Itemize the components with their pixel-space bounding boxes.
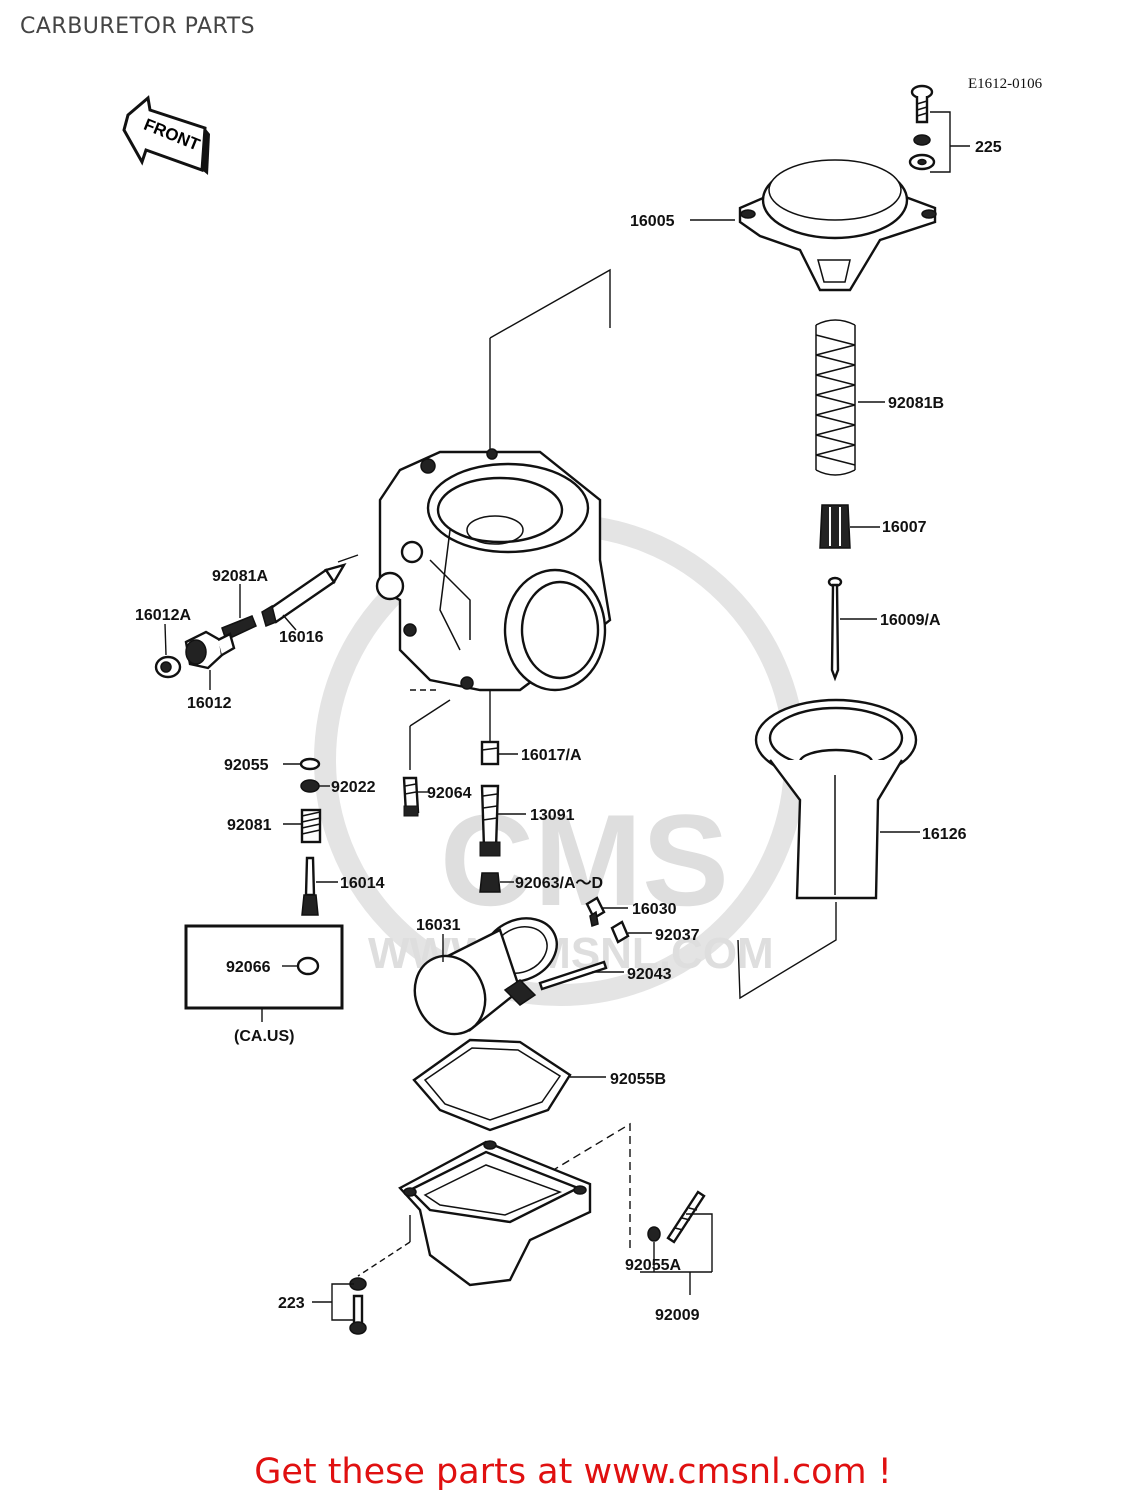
promo-link[interactable]: Get these parts at www.cmsnl.com ! bbox=[254, 1452, 892, 1492]
label-16126: 16126 bbox=[922, 826, 967, 843]
drain-screw-92009-icon bbox=[666, 1190, 706, 1244]
cap-16012A-icon bbox=[154, 655, 182, 679]
cap-16005-icon bbox=[738, 159, 937, 292]
label-92064: 92064 bbox=[427, 785, 472, 802]
starter-plunger-16016-icon bbox=[261, 563, 347, 628]
diagram-code: E1612-0106 bbox=[968, 76, 1043, 92]
label-92055: 92055 bbox=[224, 757, 269, 774]
label-92081A: 92081A bbox=[212, 568, 268, 585]
gasket-92055B-icon bbox=[412, 1038, 572, 1132]
needle-holder-16007-icon bbox=[819, 504, 851, 549]
label-16007: 16007 bbox=[882, 519, 927, 536]
float-valve-16030-icon bbox=[585, 896, 606, 927]
spring-92081B-icon bbox=[815, 319, 856, 476]
o-ring-92055A-icon bbox=[647, 1226, 661, 1242]
label-92055B: 92055B bbox=[610, 1071, 666, 1088]
screw-223-icon bbox=[349, 1277, 367, 1335]
label-92066: 92066 bbox=[226, 959, 271, 976]
label-ca-us: (CA.US) bbox=[234, 1028, 294, 1045]
ca-us-box bbox=[184, 924, 344, 1022]
label-223: 223 bbox=[278, 1295, 305, 1312]
label-13091: 13091 bbox=[530, 807, 575, 824]
main-jet-92063-icon bbox=[479, 872, 501, 893]
washer-92022-icon bbox=[300, 779, 320, 793]
label-92055A: 92055A bbox=[625, 1257, 681, 1274]
float-bowl-icon bbox=[398, 1140, 592, 1287]
label-92081B: 92081B bbox=[888, 395, 944, 412]
float-16031-icon bbox=[413, 917, 558, 1036]
label-16017A: 16017/A bbox=[521, 747, 582, 764]
page-title: CARBURETOR PARTS bbox=[20, 14, 256, 39]
label-16030: 16030 bbox=[632, 901, 677, 918]
spring-92081-icon bbox=[300, 808, 322, 844]
label-16009A: 16009/A bbox=[880, 612, 941, 629]
label-92081: 92081 bbox=[227, 817, 272, 834]
label-92043: 92043 bbox=[627, 966, 672, 983]
label-16012A: 16012A bbox=[135, 607, 191, 624]
label-92009: 92009 bbox=[655, 1307, 700, 1324]
float-pin-92043-icon bbox=[538, 960, 608, 991]
jet-needle-16009-icon bbox=[827, 576, 843, 682]
needle-jet-16017-icon bbox=[480, 740, 500, 766]
vacuum-piston-16126-icon bbox=[754, 698, 918, 900]
label-16014: 16014 bbox=[340, 875, 385, 892]
pilot-jet-92064-icon bbox=[402, 776, 420, 817]
label-16012: 16012 bbox=[187, 695, 232, 712]
label-92022: 92022 bbox=[331, 779, 376, 796]
needle-jet-holder-13091-icon bbox=[479, 784, 501, 857]
label-16016: 16016 bbox=[279, 629, 324, 646]
label-16031: 16031 bbox=[416, 917, 461, 934]
screw-225-icon bbox=[908, 84, 936, 171]
pilot-screw-16014-icon bbox=[301, 856, 319, 916]
label-225: 225 bbox=[975, 139, 1002, 156]
clip-92037-icon bbox=[610, 920, 630, 944]
o-ring-92055-icon bbox=[299, 757, 321, 771]
label-92063: 92063/A～D bbox=[515, 875, 603, 892]
front-arrow-icon: FRONT bbox=[122, 95, 210, 175]
plunger-nut-16012-icon bbox=[184, 630, 236, 670]
plug-92066-icon bbox=[296, 956, 320, 976]
carburetor-body-icon bbox=[375, 448, 612, 692]
label-16005: 16005 bbox=[630, 213, 675, 230]
label-92037: 92037 bbox=[655, 927, 700, 944]
